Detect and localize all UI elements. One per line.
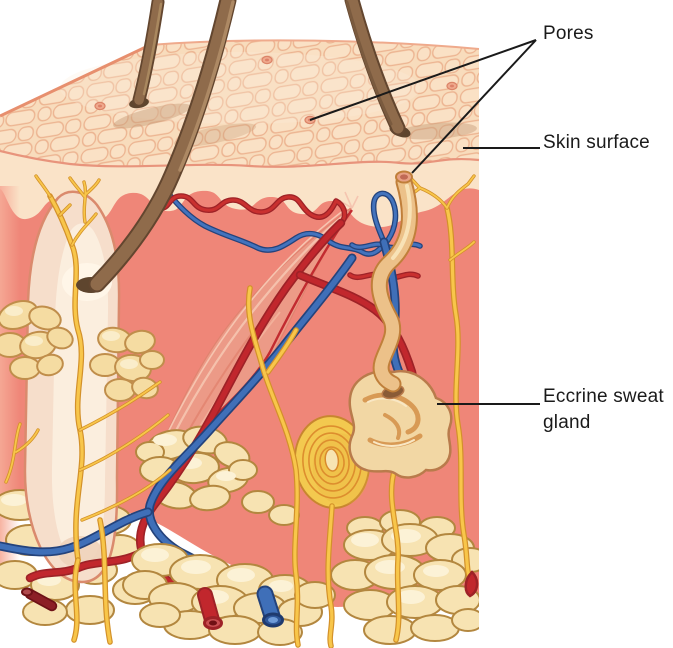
sebaceous-gland-right xyxy=(89,326,165,402)
hair-shaft-main xyxy=(76,0,237,293)
eccrine-sweat-gland-label: Eccrine sweat gland xyxy=(543,386,664,433)
eccrine-sweat-duct xyxy=(370,170,418,393)
left-cut-face-highlight xyxy=(0,186,20,566)
surface-pores xyxy=(94,55,458,125)
dermal-fat-cluster xyxy=(135,425,300,526)
small-artery-cut-end xyxy=(21,587,58,612)
pores-leader-line-2 xyxy=(411,39,537,174)
leader-lines xyxy=(309,39,540,405)
hair-shaft-left xyxy=(129,0,165,109)
nerves xyxy=(4,172,476,648)
skin-surface-label: Skin surface xyxy=(543,132,650,153)
small-vessel-loop xyxy=(464,570,479,598)
hair-shadow xyxy=(113,103,191,129)
skin-surface-top-face xyxy=(0,39,480,167)
vein-cut-end xyxy=(256,585,284,628)
epidermis xyxy=(0,149,480,228)
pores-leader-line-1 xyxy=(309,39,537,121)
hair-shaft-right xyxy=(344,0,411,138)
artery-cut-end xyxy=(197,587,223,630)
sebaceous-gland-left xyxy=(0,299,74,380)
pores-label: Pores xyxy=(543,23,594,44)
hair-shadow xyxy=(397,122,477,140)
